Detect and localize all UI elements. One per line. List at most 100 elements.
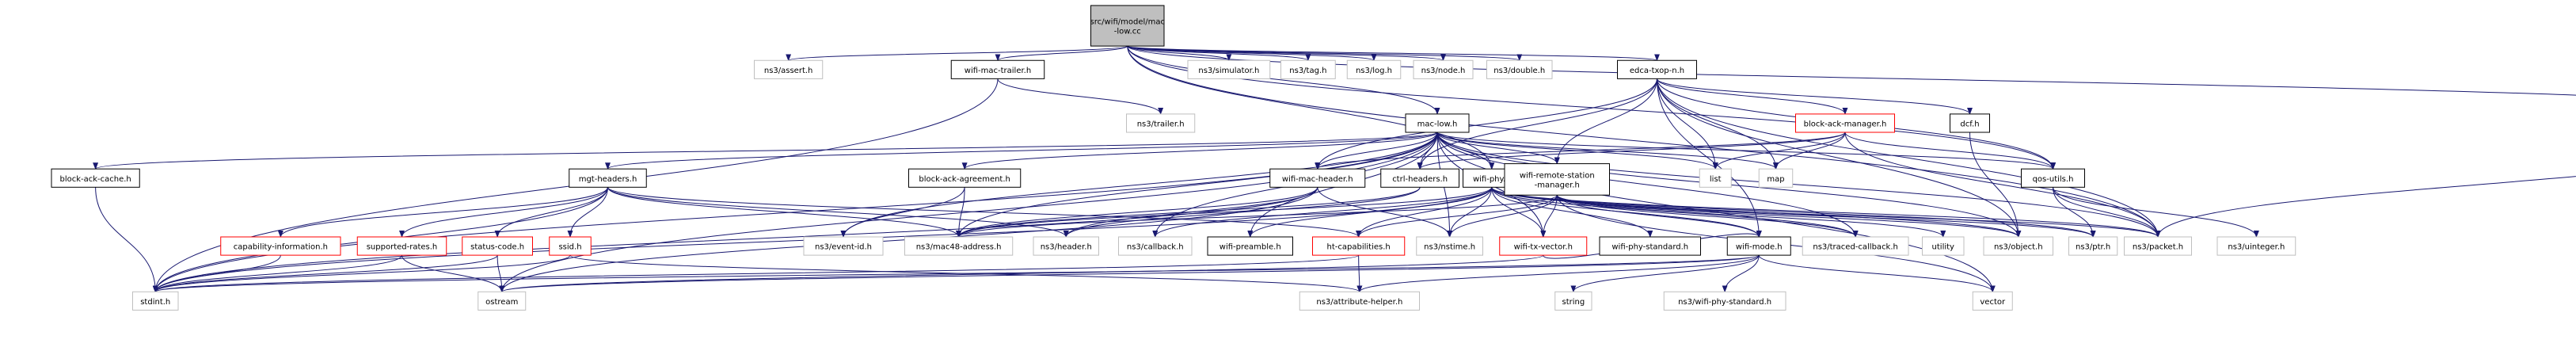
node-block-ack-agreement[interactable]: block-ack-agreement.h <box>908 168 1022 188</box>
edge-wifi_tx_vector-to-ostream <box>499 254 1544 293</box>
node-root[interactable]: src/wifi/model/mac-low.cc <box>1090 5 1165 47</box>
edge-block_ack_manager-to-map <box>1773 132 1846 170</box>
node-label: ns3/header.h <box>1041 243 1092 252</box>
edge-wifi_remote-to-wifi_mode <box>1556 195 1762 238</box>
node-label: wifi-mac-header.h <box>1282 175 1353 184</box>
node-node: ns3/node.h <box>1413 59 1474 79</box>
node-label: capability-information.h <box>234 243 328 252</box>
edge-edca-to-wifi_mac_header <box>1315 78 1657 170</box>
edge-mgt_headers-to-ht_caps <box>607 186 1361 238</box>
edge-mac_low-to-event_id <box>840 132 1438 238</box>
node-label: wifi-tx-vector.h <box>1514 243 1573 252</box>
edge-edca-to-packet <box>1657 78 2161 238</box>
edge-mac_low-to-list <box>1436 132 1718 170</box>
node-label: ns3/mac48-address.h <box>916 243 1002 252</box>
node-label: vector <box>1980 298 2006 307</box>
node-label: wifi-mode.h <box>1736 243 1783 252</box>
node-wifi-tx-vector[interactable]: wifi-tx-vector.h <box>1499 236 1588 256</box>
node-supported-rates[interactable]: supported-rates.h <box>356 236 447 256</box>
node-label: ns3/ptr.h <box>2076 243 2110 252</box>
edge-edca-to-object <box>1657 78 2022 238</box>
edge-wifi_mac_header-to-nstime <box>1317 187 1453 238</box>
node-tag: ns3/tag.h <box>1280 59 1336 79</box>
edge-wifi_mac_header-to-stdint <box>152 187 1318 293</box>
node-object: ns3/object.h <box>1983 236 2053 256</box>
node-wifi-mac-header[interactable]: wifi-mac-header.h <box>1269 168 1366 188</box>
edge-block_ack_manager-to-qos_utils <box>1844 132 2056 170</box>
edge-wifi_mode-to-ns3_wifi_phy_std <box>1722 255 1760 293</box>
edge-root-to-assert <box>786 45 1128 62</box>
edge-mac_low-to-qos_utils <box>1436 132 2056 170</box>
node-mac-low[interactable]: mac-low.h <box>1405 113 1470 133</box>
node-label: ns3/tag.h <box>1289 67 1326 75</box>
node-wifi-mac-trailer[interactable]: wifi-mac-trailer.h <box>950 59 1045 79</box>
edge-wifi_remote-to-ht_caps <box>1356 195 1558 238</box>
edge-root-to-mac_low <box>1127 46 1440 115</box>
node-block-ack-manager[interactable]: block-ack-manager.h <box>1795 113 1895 133</box>
node-ns3-wifi-phy-std: ns3/wifi-phy-standard.h <box>1663 291 1786 311</box>
edge-root-to-packet <box>1127 46 2161 238</box>
edge-wifi_mac_header-to-mac48 <box>956 187 1318 238</box>
edge-supported_rates-to-ostream <box>401 254 505 293</box>
node-cap-info[interactable]: capability-information.h <box>220 236 341 256</box>
node-log: ns3/log.h <box>1346 59 1402 79</box>
edge-block_ack_manager-to-packet <box>1844 132 2161 238</box>
node-edca[interactable]: edca-txop-n.h <box>1617 59 1697 79</box>
edge-edca-to-map <box>1657 78 1779 170</box>
node-simulator: ns3/simulator.h <box>1187 59 1271 79</box>
edge-edca-to-block_ack_manager <box>1657 78 1848 115</box>
edge-wifi_phy-to-ht_caps <box>1356 187 1493 238</box>
node-event-id: ns3/event-id.h <box>803 236 884 256</box>
edge-wifi_phy-to-callback <box>1152 187 1493 238</box>
node-string: string <box>1554 291 1592 311</box>
node-packet: ns3/packet.h <box>2124 236 2192 256</box>
node-ssid[interactable]: ssid.h <box>549 236 592 256</box>
edge-qos_utils-to-packet <box>2053 187 2161 238</box>
edge-root-to-edca <box>1127 45 1660 62</box>
node-ctrl-headers[interactable]: ctrl-headers.h <box>1380 168 1459 188</box>
edge-wifi_mode-to-attr_helper <box>1356 254 1760 293</box>
edge-block_ack_agreement-to-mac48 <box>956 187 965 238</box>
node-traced-callback: ns3/traced-callback.h <box>1802 236 1909 256</box>
node-wifi-phy-standard[interactable]: wifi-phy-standard.h <box>1599 236 1701 256</box>
edge-wifi_phy-to-mac48 <box>956 186 1493 238</box>
node-label: -manager.h <box>1535 181 1580 189</box>
node-label: ns3/nstime.h <box>1424 243 1475 252</box>
edge-wifi_phy-to-wifi_tx_vector <box>1491 187 1547 238</box>
node-status-code[interactable]: status-code.h <box>462 236 533 256</box>
edge-mgt_headers-to-status_code <box>494 187 608 238</box>
edge-wifi_phy-to-traced_callback <box>1491 187 1859 238</box>
node-block-ack-cache[interactable]: block-ack-cache.h <box>51 168 140 188</box>
node-dcf[interactable]: dcf.h <box>1950 113 1990 133</box>
node-qos-utils[interactable]: qos-utils.h <box>2021 168 2085 188</box>
node-mac48: ns3/mac48-address.h <box>904 236 1014 256</box>
edge-mac_low-to-mgt_headers <box>605 132 1438 170</box>
edge-ctrl_headers-to-mac48 <box>956 187 1421 238</box>
node-list: list <box>1699 168 1732 188</box>
edge-mac_low-to-packet <box>1436 132 2161 238</box>
node-label: ns3/attribute-helper.h <box>1316 298 1402 307</box>
node-label: ht-capabilities.h <box>1327 243 1391 252</box>
node-label: ns3/event-id.h <box>815 243 872 252</box>
node-wifi-preamble[interactable]: wifi-preamble.h <box>1207 236 1293 256</box>
edge-mgt_headers-to-supported_rates <box>399 187 608 238</box>
edge-wifi_remote-to-ptr <box>1556 194 2096 238</box>
node-label: status-code.h <box>470 243 524 252</box>
node-mgt-headers[interactable]: mgt-headers.h <box>569 168 647 188</box>
node-wifi-remote[interactable]: wifi-remote-station-manager.h <box>1504 163 1610 196</box>
edge-mac_low-to-block_ack_cache <box>93 132 1438 170</box>
node-label: ns3/double.h <box>1493 67 1545 75</box>
node-ht-caps[interactable]: ht-capabilities.h <box>1312 236 1406 256</box>
node-ptr: ns3/ptr.h <box>2068 236 2118 256</box>
node-header: ns3/header.h <box>1033 236 1099 256</box>
node-label: mgt-headers.h <box>579 175 637 184</box>
edge-edca-to-list <box>1657 78 1718 170</box>
node-label: wifi-preamble.h <box>1220 243 1281 252</box>
edge-mgt_headers-to-ssid <box>567 187 608 238</box>
node-nstime: ns3/nstime.h <box>1416 236 1483 256</box>
node-stdint: stdint.h <box>132 291 179 311</box>
node-wifi-mode[interactable]: wifi-mode.h <box>1726 236 1791 256</box>
edge-wifi_phy-to-nstime <box>1447 187 1493 238</box>
node-label: list <box>1710 175 1722 184</box>
node-label: ns3/log.h <box>1356 67 1392 75</box>
